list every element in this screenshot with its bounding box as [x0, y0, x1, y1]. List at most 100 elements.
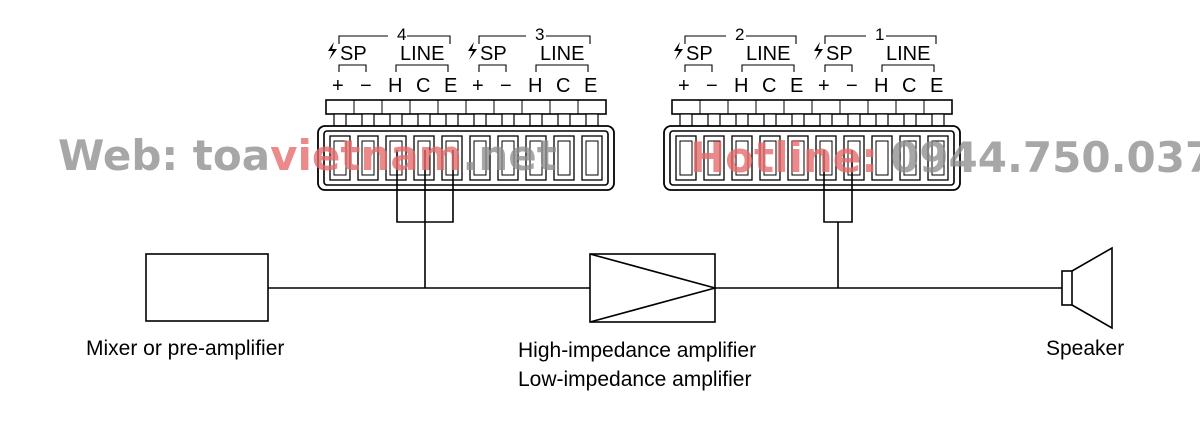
- lightning-icon: [674, 42, 683, 60]
- terminal-pin: [557, 113, 571, 127]
- channel-1-header: 1 SP LINE + − H C E: [814, 25, 943, 97]
- channel-3-number: 3: [535, 25, 544, 44]
- terminal-screw: [819, 140, 833, 176]
- pin-label: E: [584, 75, 597, 97]
- wiring: [268, 150, 1062, 289]
- amplifier-low-label: Low-impedance amplifier: [518, 368, 751, 391]
- lightning-icon: [814, 42, 823, 60]
- terminal-screw: [847, 140, 861, 176]
- watermark-hotline-label: Hotline:: [690, 133, 878, 182]
- pin-label: H: [528, 75, 542, 97]
- channel-1-number: 1: [875, 25, 884, 44]
- channel-1-line-label: LINE: [886, 43, 930, 65]
- terminal-pin: [529, 113, 543, 127]
- channel-2-header: 2 SP LINE + − H C E: [674, 25, 803, 97]
- terminal-pin: [389, 113, 403, 127]
- terminal-screw: [333, 140, 347, 176]
- speaker-label: Speaker: [1046, 337, 1124, 360]
- terminal-pin: [417, 113, 431, 127]
- terminal-pin: [903, 113, 917, 127]
- pin-label: −: [360, 75, 372, 97]
- channel-4-line-label: LINE: [400, 43, 444, 65]
- terminal-connector-right: [663, 99, 961, 191]
- pin-label: E: [790, 75, 803, 97]
- terminal-screw: [791, 140, 805, 176]
- pin-label: +: [332, 75, 344, 97]
- terminal-pin: [445, 113, 459, 127]
- terminal-screw: [361, 140, 375, 176]
- terminal-block-right: 2 SP LINE + − H C E 1 SP LINE + − H C E: [663, 25, 961, 191]
- terminal-screw: [763, 140, 777, 176]
- terminal-screw: [903, 140, 917, 176]
- terminal-screw: [585, 140, 599, 176]
- channel-4-header: 4 SP LINE + − H C E: [328, 25, 457, 97]
- speaker-icon: [1061, 246, 1113, 330]
- terminal-block-left: 4 SP LINE + − H C E 3 SP LINE + − H C E: [317, 25, 615, 191]
- terminal-screw: [529, 140, 543, 176]
- terminal-screw: [445, 140, 459, 176]
- terminal-pin: [679, 113, 693, 127]
- watermark-website: Web: toavietnam.net: [58, 131, 557, 180]
- channel-2-line-label: LINE: [746, 43, 790, 65]
- terminal-screw: [679, 140, 693, 176]
- terminal-pin: [333, 113, 347, 127]
- terminal-pin: [875, 113, 889, 127]
- terminal-pin: [585, 113, 599, 127]
- watermark-web-highlight: vietnam: [270, 131, 462, 180]
- terminal-pin: [707, 113, 721, 127]
- pin-label: C: [762, 75, 776, 97]
- channel-3-line-label: LINE: [540, 43, 584, 65]
- pin-label: C: [416, 75, 430, 97]
- terminal-pin: [735, 113, 749, 127]
- channel-2-number: 2: [735, 25, 744, 44]
- channel-1-sp-label: SP: [826, 43, 853, 65]
- terminal-screw: [875, 140, 889, 176]
- mixer-box: [145, 253, 269, 322]
- terminal-screw: [707, 140, 721, 176]
- pin-label: +: [472, 75, 484, 97]
- pin-label: +: [678, 75, 690, 97]
- lightning-icon: [328, 42, 337, 60]
- terminal-screw: [557, 140, 571, 176]
- terminal-pin: [847, 113, 861, 127]
- terminal-pin: [763, 113, 777, 127]
- amplifier-symbol: [589, 253, 719, 323]
- channel-4-sp-label: SP: [340, 43, 367, 65]
- amplifier-high-label: High-impedance amplifier: [518, 339, 756, 362]
- watermark: Web: toavietnam.net Hotline:0944.750.037: [58, 131, 1200, 182]
- watermark-web-prefix: Web: toa: [58, 131, 270, 180]
- pin-label: −: [846, 75, 858, 97]
- pin-label: −: [500, 75, 512, 97]
- watermark-hotline: Hotline:0944.750.037: [690, 133, 1200, 182]
- channel-3-sp-label: SP: [480, 43, 507, 65]
- watermark-hotline-number: 0944.750.037: [890, 133, 1200, 182]
- terminal-screw: [473, 140, 487, 176]
- terminal-connector-left: [317, 99, 615, 191]
- terminal-pin: [819, 113, 833, 127]
- terminal-pin: [931, 113, 945, 127]
- pin-label: H: [874, 75, 888, 97]
- pin-label: E: [444, 75, 457, 97]
- watermark-web-suffix: .net: [462, 131, 556, 180]
- channel-2-sp-label: SP: [686, 43, 713, 65]
- pin-label: C: [556, 75, 570, 97]
- terminal-pin: [473, 113, 487, 127]
- terminal-pin: [791, 113, 805, 127]
- channel-3-header: 3 SP LINE + − H C E: [468, 25, 597, 97]
- channel-4-number: 4: [397, 25, 406, 44]
- pin-label: −: [706, 75, 718, 97]
- pin-label: H: [734, 75, 748, 97]
- terminal-screw: [501, 140, 515, 176]
- terminal-screw: [735, 140, 749, 176]
- terminal-screw: [931, 140, 945, 176]
- pin-label: H: [388, 75, 402, 97]
- terminal-screw: [417, 140, 431, 176]
- pin-label: +: [818, 75, 830, 97]
- pin-label: C: [902, 75, 916, 97]
- terminal-pin: [501, 113, 515, 127]
- lightning-icon: [468, 42, 477, 60]
- pin-label: E: [930, 75, 943, 97]
- mixer-label: Mixer or pre-amplifier: [86, 337, 284, 360]
- terminal-screw: [389, 140, 403, 176]
